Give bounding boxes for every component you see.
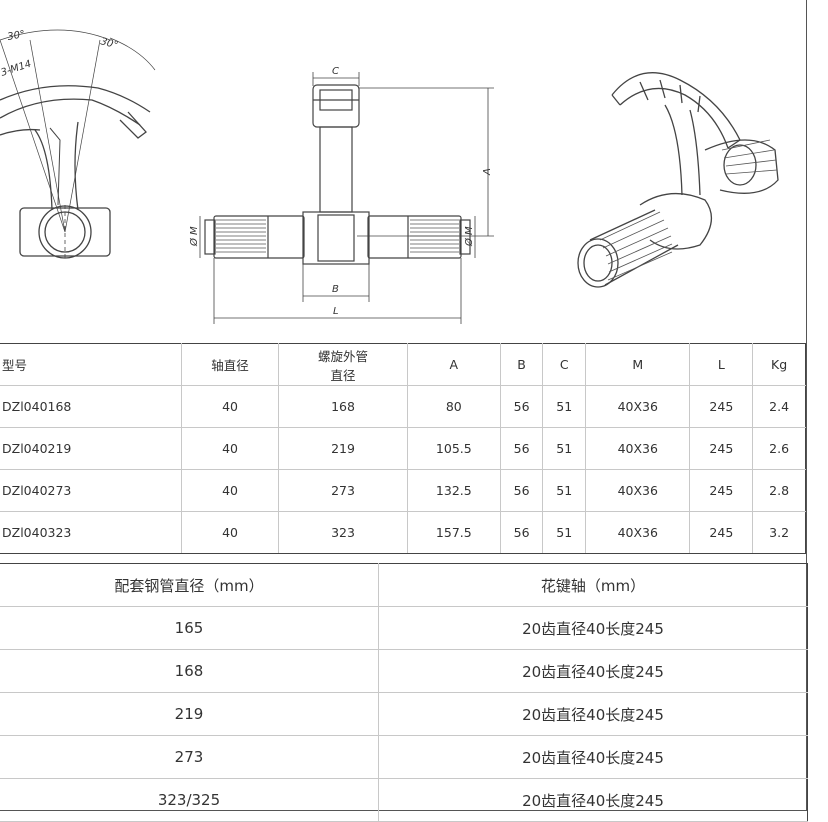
pipe-header-steel-dia: 配套钢管直径（mm）	[0, 563, 379, 607]
isometric-spline-ribs	[599, 139, 778, 281]
dim-l-label: L	[333, 306, 339, 317]
spec-header-tube-dia: 螺旋外管直径	[278, 343, 408, 386]
dimension-lines	[199, 72, 494, 324]
dim-m-right-label: Ø M	[463, 226, 475, 247]
spec-header-l: L	[689, 343, 754, 386]
angle-right-label: 30°	[99, 36, 119, 51]
dim-m-left-label: Ø M	[188, 226, 200, 247]
technical-drawing: 30° 30° 3-M14	[0, 29, 779, 324]
spec-header-row: 型号 轴直径 螺旋外管直径 A B C M L Kg	[0, 343, 806, 386]
dim-a-label: A	[482, 168, 493, 176]
spec-header-a: A	[406, 343, 501, 386]
dim-c-label: C	[332, 66, 339, 77]
spec-header-model: 型号	[0, 343, 182, 386]
spec-header-c: C	[542, 343, 587, 386]
dim-b-label: B	[332, 284, 339, 295]
spec-header-b: B	[499, 343, 544, 386]
isometric-view	[577, 72, 779, 288]
spec-header-m: M	[585, 343, 691, 386]
spec-header-shaft-dia: 轴直径	[180, 343, 280, 386]
front-view	[204, 84, 471, 265]
pipe-header-row: 配套钢管直径（mm） 花键轴（mm）	[0, 563, 808, 607]
thread-label: 3-M14	[0, 59, 33, 79]
angle-left-label: 30°	[7, 29, 26, 43]
spline-ribs	[216, 219, 459, 253]
spec-header-kg: Kg	[752, 343, 806, 386]
pipe-header-spline-shaft: 花键轴（mm）	[378, 563, 808, 607]
side-view	[0, 29, 156, 260]
